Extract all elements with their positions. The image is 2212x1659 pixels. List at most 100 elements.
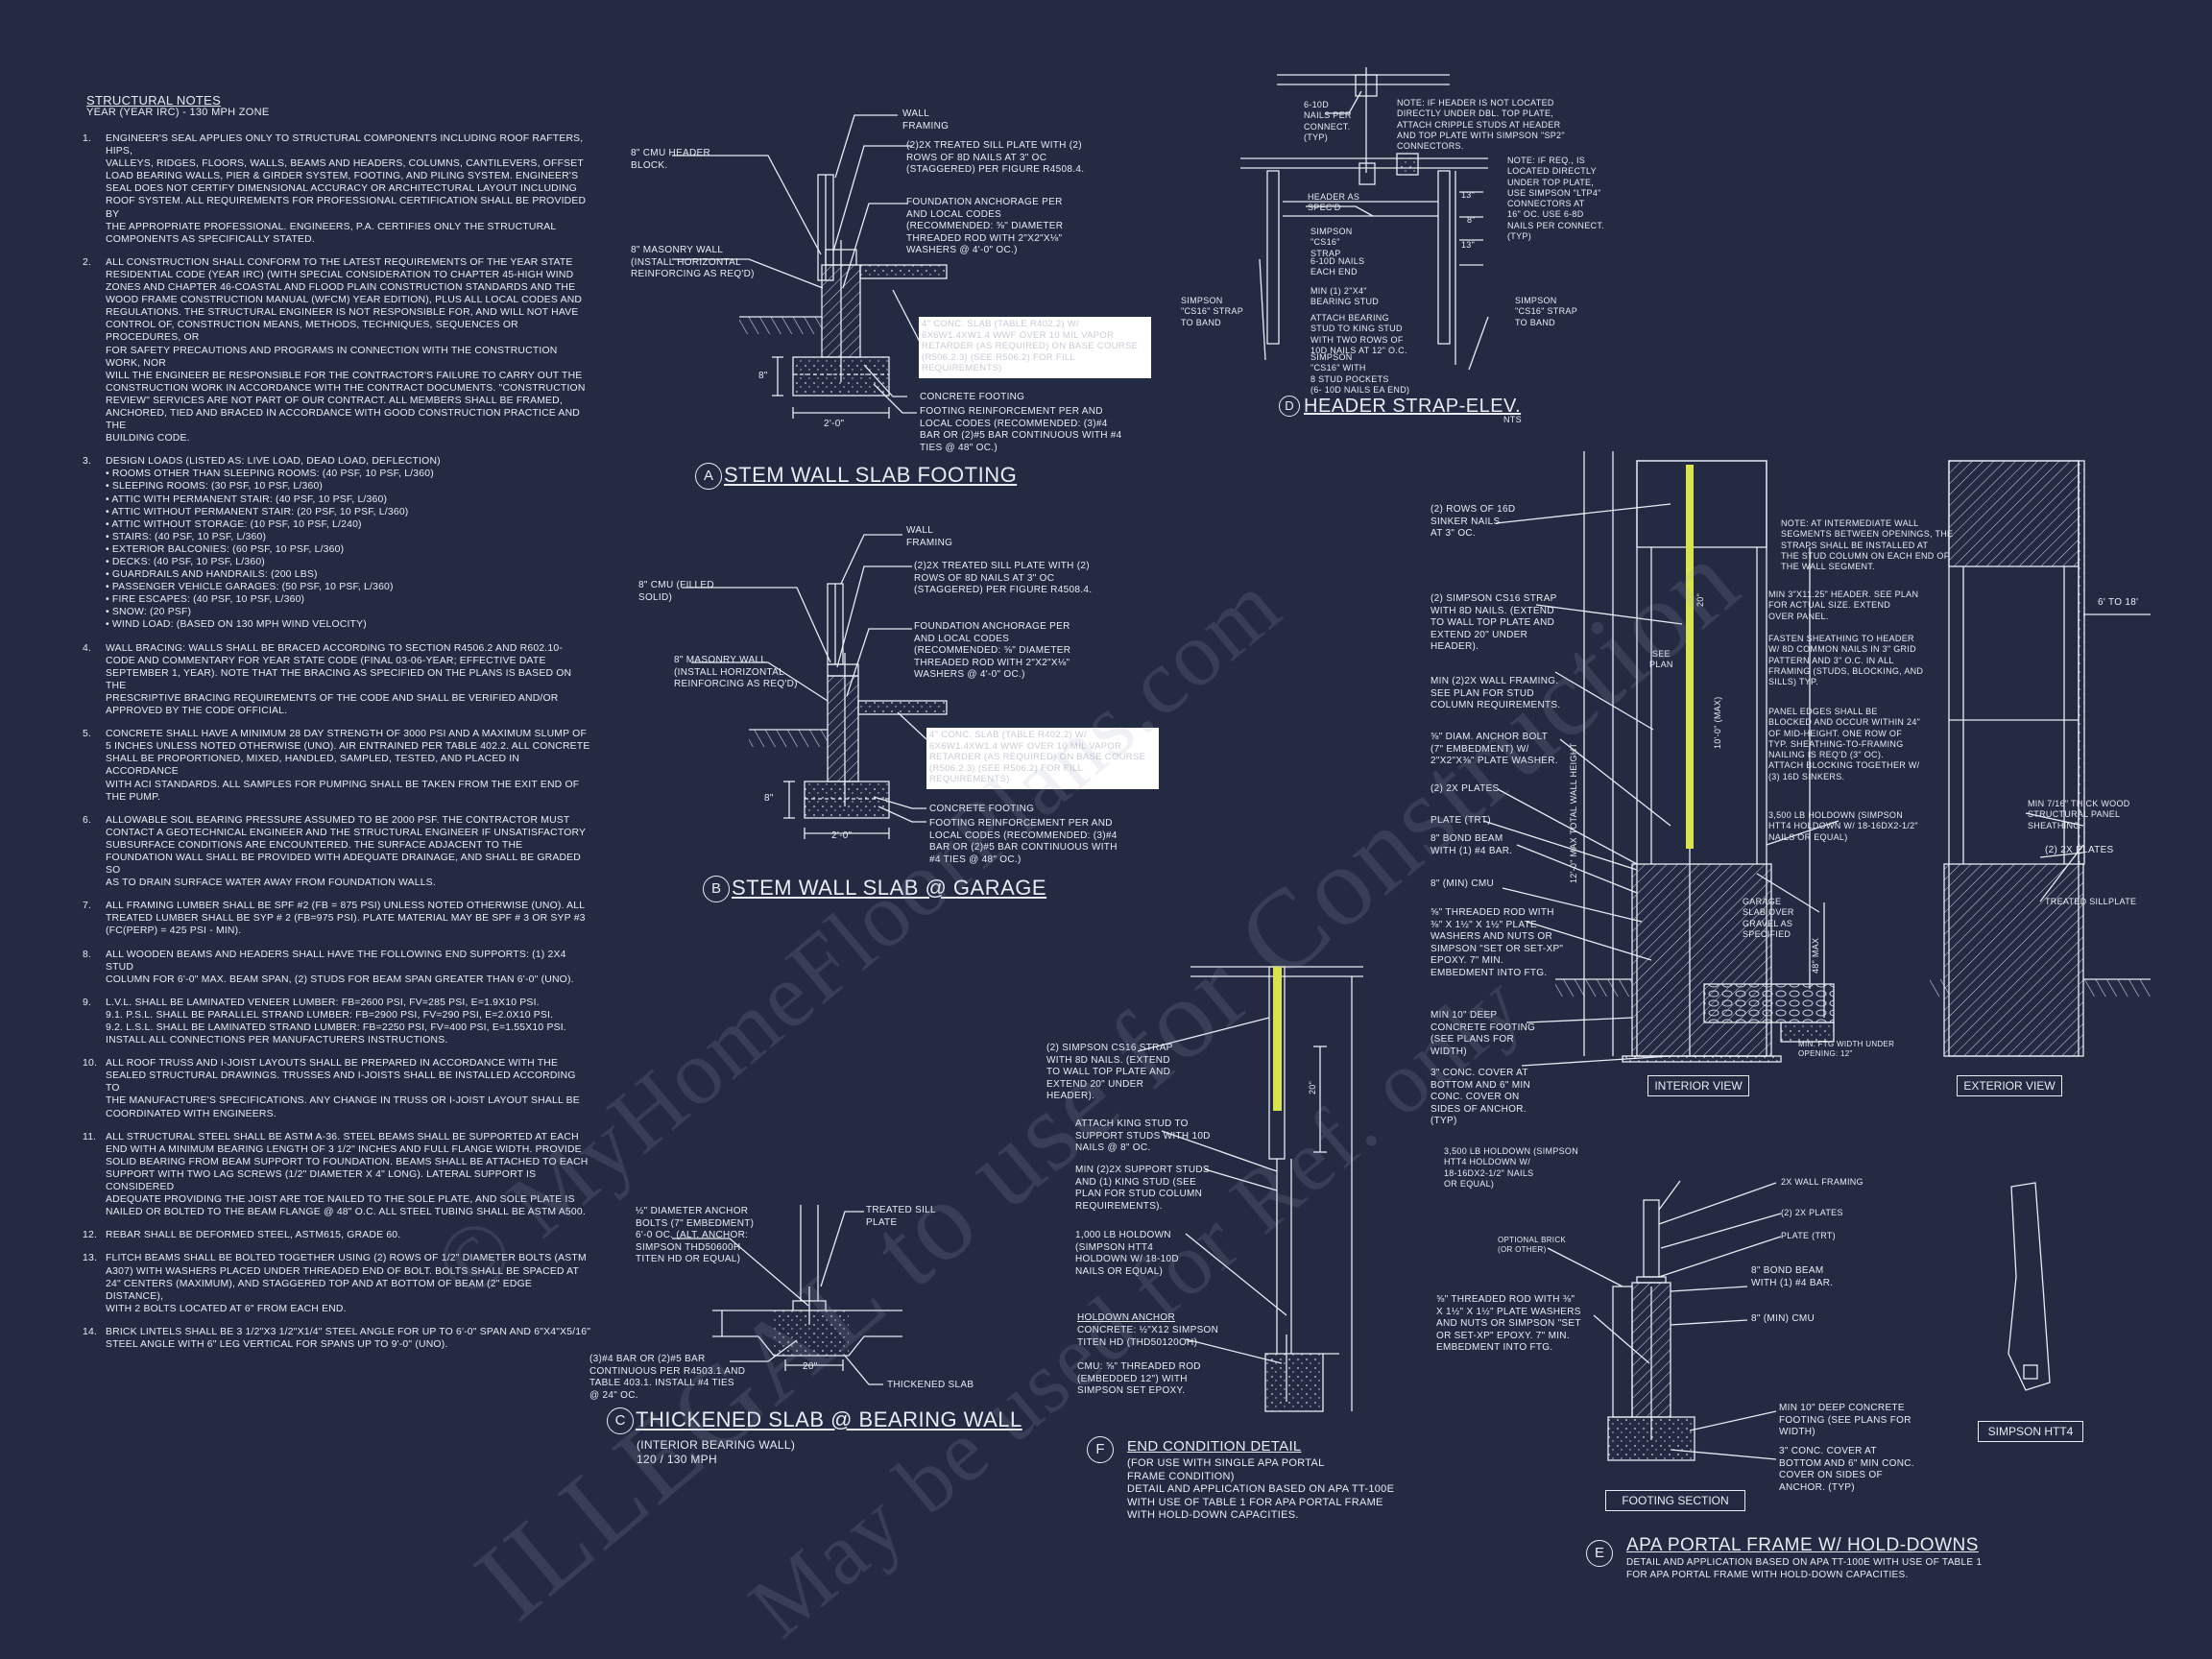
note-text: DESIGN LOADS (LISTED AS: LIVE LOAD, DEAD…: [106, 456, 441, 631]
note-number: 12.: [83, 1230, 98, 1241]
note-text: BRICK LINTELS SHALL BE 3 1/2"x3 1/2"x1/4…: [106, 1326, 591, 1350]
interior-view-label: INTERIOR VIEW: [1647, 1075, 1749, 1096]
note-text: WALL BRACING: WALLS SHALL BE BRACED ACCO…: [106, 642, 572, 717]
fs-plates: (2) 2x PLATES: [1781, 1208, 1843, 1217]
detail-f-marker: F: [1087, 1436, 1114, 1463]
e-fasten: FASTEN SHEATHING TO HEADER W/ 8d COMMON …: [1768, 634, 1924, 686]
a-sill-plate: (2)2x TREATED SILL PLATE WITH (2) ROWS O…: [906, 140, 1085, 175]
note-number: 13.: [83, 1253, 98, 1264]
d-nails-each: 6-10d NAILS EACH END: [1310, 256, 1365, 277]
d-nts: NTS: [1503, 415, 1522, 424]
e-rod: ⅝" THREADED ROD WITH ⅜" x 1½" x 1½" PLAT…: [1431, 907, 1564, 978]
note-text: FLITCH BEAMS SHALL BE BOLTED TOGETHER US…: [106, 1253, 587, 1314]
f-cs16: (2) SIMPSON CS16 STRAP WITH 8d NAILS. (E…: [1046, 1043, 1173, 1101]
detail-f-desc: (FOR USE WITH SINGLE APA PORTAL FRAME CO…: [1127, 1457, 1395, 1521]
notes-subtitle: YEAR (YEAR IRC) - 130 mph ZONE: [86, 107, 270, 118]
c-thickened: THICKENED SLAB: [887, 1380, 974, 1390]
f-holdown: 1,000 LB HOLDOWN (SIMPSON HTT4 HOLDOWN W…: [1075, 1230, 1179, 1277]
e-see-plan: SEE PLAN: [1649, 649, 1673, 670]
f-king: ATTACH KING STUD TO SUPPORT STUDS WITH 1…: [1075, 1118, 1211, 1153]
a-slab-note: 4" CONC. SLAB (TABLE R402.2) W/ 6x6W1.4x…: [922, 319, 1139, 373]
e-plates2: (2) 2x PLATES: [2045, 845, 2114, 855]
fs-brick: OPTIONAL BRICK (OR OTHER): [1498, 1236, 1567, 1254]
e-framing: MIN (2)2X WALL FRAMING. SEE PLAN FOR STU…: [1431, 676, 1561, 710]
a-wall-framing: WALL FRAMING: [902, 108, 950, 132]
detail-e-marker: E: [1586, 1540, 1613, 1567]
note-item: 4. WALL BRACING: WALLS SHALL BE BRACED AC…: [83, 642, 591, 718]
note-text: ALLOWABLE SOIL BEARING PRESSURE ASSUMED …: [106, 814, 587, 889]
b-reinforcement: FOOTING REINFORCEMENT PER AND LOCAL CODE…: [929, 818, 1118, 865]
note-item: 9.L.V.L. SHALL BE LAMINATED VENEER LUMBE…: [83, 997, 591, 1046]
detail-f-title: END CONDITION DETAIL: [1127, 1438, 1302, 1455]
fs-framing: 2X WALL FRAMING: [1781, 1177, 1863, 1187]
detail-a-marker: A: [695, 463, 722, 490]
fs-holdown: 3,500 LB HOLDOWN (SIMPSON HTT4 HOLDOWN W…: [1444, 1146, 1579, 1189]
e-sheathing: MIN 7/16" THICK WOOD STRUCTURAL PANEL SH…: [2028, 799, 2130, 830]
b-dim-width: 2'-0": [831, 830, 853, 841]
a-anchorage: FOUNDATION ANCHORAGE PER AND LOCAL CODES…: [906, 197, 1064, 255]
c-bars: (3)#4 BAR OR (2)#5 BAR CONTINUOUS PER R4…: [589, 1354, 746, 1401]
note-number: 4.: [83, 642, 92, 654]
note-item: 5.CONCRETE SHALL HAVE A MINIMUM 28 DAY S…: [83, 728, 591, 804]
c-dim: 20": [803, 1361, 818, 1372]
e-cmu: 8" (MIN) CMU: [1431, 878, 1495, 889]
slab-note-patch-b: [926, 728, 1159, 789]
note-item: 12.REBAR SHALL BE DEFORMED STEEL, ASTM61…: [83, 1229, 591, 1241]
footing-section-label: FOOTING SECTION: [1605, 1490, 1745, 1511]
fs-rod: ⅝" THREADED ROD WITH ⅜" x 1½" x 1½" PLAT…: [1436, 1294, 1581, 1353]
detail-c-marker: C: [607, 1407, 634, 1434]
d-note2: NOTE: IF REQ., IS LOCATED DIRECTLY UNDER…: [1507, 156, 1604, 241]
note-text: ALL STRUCTURAL STEEL SHALL BE ASTM A-36.…: [106, 1131, 589, 1218]
d-cs16: SIMPSON "CS16" STRAP: [1310, 227, 1353, 258]
note-number: 1.: [83, 133, 92, 144]
fs-cmu: 8" (MIN) CMU: [1751, 1313, 1815, 1324]
d-header: HEADER AS SPEC'D: [1308, 192, 1360, 213]
c-anchor-bolts: ½" DIAMETER ANCHOR BOLTS (7" EMBEDMENT) …: [636, 1206, 755, 1264]
note-number: 7.: [83, 901, 92, 912]
detail-b-marker: B: [703, 876, 730, 902]
note-item: 2.ALL CONSTRUCTION SHALL CONFORM TO THE …: [83, 256, 591, 445]
f-anchor-conc: CONCRETE: ½"x12 SIMPSON TITEN HD (THD501…: [1077, 1325, 1219, 1348]
fs-footing: MIN 10" DEEP CONCRETE FOOTING (SEE PLANS…: [1779, 1403, 1911, 1437]
note-item: 6. ALLOWABLE SOIL BEARING PRESSURE ASSUME…: [83, 814, 591, 890]
note-text: ALL FRAMING LUMBER SHALL BE SPF #2 (Fb =…: [106, 901, 586, 937]
note-item: 8. ALL WOODEN BEAMS AND HEADERS SHALL HAV…: [83, 949, 591, 986]
note-item: 11. ALL STRUCTURAL STEEL SHALL BE ASTM A-…: [83, 1131, 591, 1219]
d-dim-8: 8": [1467, 215, 1476, 225]
d-bearing: MIN (1) 2"x4" BEARING STUD: [1310, 286, 1380, 307]
detail-e-desc: DETAIL AND APPLICATION BASED ON APA TT-1…: [1626, 1557, 1983, 1580]
simpson-htt4-label: SIMPSON HTT4: [1978, 1421, 2083, 1442]
note-text: ALL WOODEN BEAMS AND HEADERS SHALL HAVE …: [106, 949, 574, 985]
note-item: 7. ALL FRAMING LUMBER SHALL BE SPF #2 (Fb…: [83, 900, 591, 937]
a-dim-depth: 8": [758, 371, 768, 381]
note-text: CONCRETE SHALL HAVE A MINIMUM 28 DAY STR…: [106, 729, 590, 803]
note-number: 14.: [83, 1326, 98, 1337]
note-item: 1.ENGINEER'S SEAL APPLIES ONLY TO STRUCT…: [83, 132, 591, 246]
e-panel-edges: PANEL EDGES SHALL BE BLOCKED AND OCCUR W…: [1768, 707, 1921, 781]
note-number: 8.: [83, 949, 92, 960]
note-number: 11.: [83, 1131, 97, 1142]
detail-b-title: STEM WALL SLAB @ GARAGE: [732, 876, 1047, 900]
d-strap-right: SIMPSON "CS16" STRAP TO BAND: [1515, 296, 1578, 327]
a-masonry-wall: 8" MASONRY WALL (INSTALL HORIZONTAL REIN…: [631, 245, 755, 279]
e-header-min: MIN 3"x11.25" HEADER. SEE PLAN FOR ACTUA…: [1768, 589, 1919, 621]
b-anchorage: FOUNDATION ANCHORAGE PER AND LOCAL CODES…: [914, 621, 1071, 680]
e-holdown: 3,500 LB HOLDOWN (SIMPSON HTT4 HOLDOWN W…: [1768, 810, 1918, 842]
e-note: NOTE: AT INTERMEDIATE WALL SEGMENTS BETW…: [1781, 518, 1954, 571]
note-number: 6.: [83, 814, 92, 826]
d-note1: NOTE: IF HEADER IS NOT LOCATED DIRECTLY …: [1397, 98, 1565, 151]
detail-e-title: APA PORTAL FRAME W/ HOLD-DOWNS: [1626, 1535, 1979, 1555]
f-anchor-cmu: CMU: ⅝" THREADED ROD (EMBEDDED 12") WITH…: [1077, 1361, 1201, 1396]
e-garage: GARAGE SLAB OVER GRAVEL AS SPECIFIED: [1743, 897, 1794, 939]
b-dim-depth: 8": [764, 793, 774, 804]
exterior-view-label: EXTERIOR VIEW: [1957, 1075, 2062, 1096]
e-plates: (2) 2x PLATES: [1431, 783, 1500, 794]
b-slab-note: 4" CONC. SLAB (TABLE R402.2) W/ 6x6W1.4x…: [929, 730, 1146, 784]
note-text: ALL ROOF TRUSS AND I-JOIST LAYOUTS SHALL…: [106, 1058, 580, 1119]
b-concrete-footing: CONCRETE FOOTING: [929, 804, 1035, 814]
a-concrete-footing: CONCRETE FOOTING: [920, 392, 1025, 402]
note-number: 2.: [83, 256, 92, 268]
fs-bond: 8" BOND BEAM WITH (1) #4 BAR.: [1751, 1265, 1834, 1288]
detail-d-marker: D: [1279, 396, 1300, 417]
fs-plate: PLATE (TRT): [1781, 1231, 1836, 1240]
